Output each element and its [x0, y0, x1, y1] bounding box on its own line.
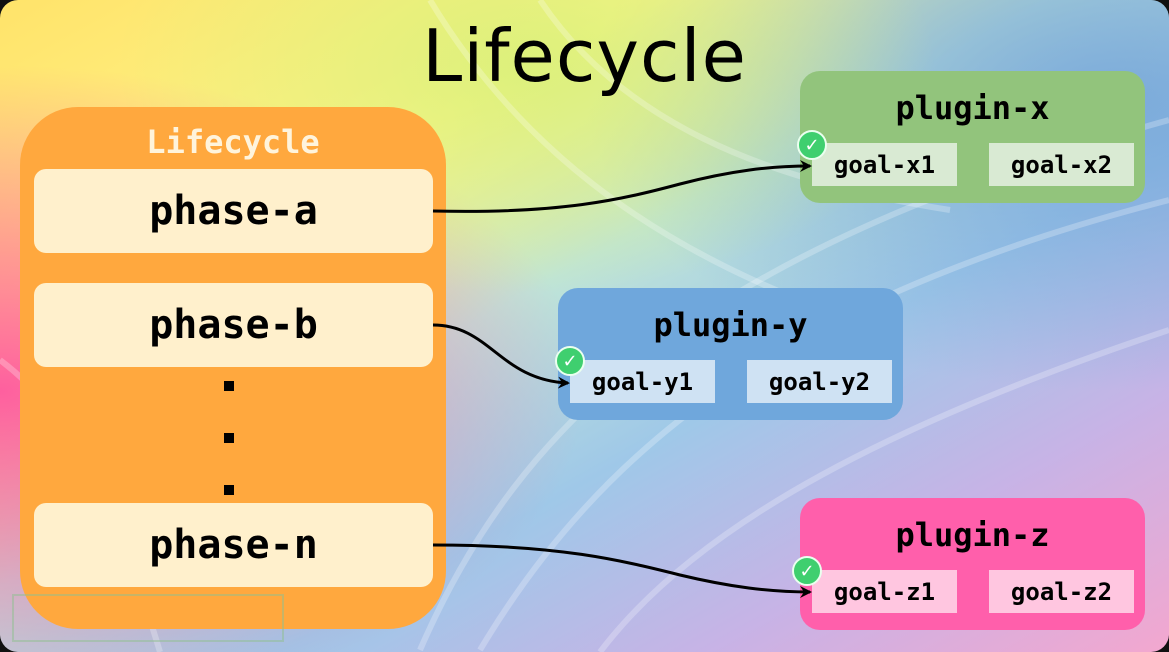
plugin-x-label: plugin-x [895, 89, 1050, 127]
phase-b-box: phase-b [34, 283, 433, 367]
phase-n-box: phase-n [34, 503, 433, 587]
diagram-title: Lifecycle [422, 14, 747, 98]
phase-a-box: phase-a [34, 169, 433, 253]
check-icon: ✓ [792, 556, 822, 586]
check-icon: ✓ [555, 346, 585, 376]
plugin-y-label: plugin-y [653, 306, 808, 344]
ellipsis-dot [224, 485, 234, 495]
plugin-z-label: plugin-z [895, 516, 1050, 554]
lifecycle-container: Lifecycle phase-a phase-b phase-n [20, 107, 446, 629]
goal-x1-box: goal-x1 [812, 143, 957, 186]
goal-y1-box: goal-y1 [570, 360, 715, 403]
goal-z1-box: goal-z1 [812, 570, 957, 613]
check-icon: ✓ [797, 130, 827, 160]
watermark-logo [12, 594, 284, 642]
plugin-x-box: plugin-x goal-x1 goal-x2 [800, 71, 1145, 203]
ellipsis-dot [224, 433, 234, 443]
plugin-y-box: plugin-y goal-y1 goal-y2 [558, 288, 903, 420]
plugin-z-box: plugin-z goal-z1 goal-z2 [800, 498, 1145, 630]
goal-x2-box: goal-x2 [989, 143, 1134, 186]
goal-y2-box: goal-y2 [747, 360, 892, 403]
lifecycle-label: Lifecycle [146, 123, 320, 161]
ellipsis-dot [224, 381, 234, 391]
goal-z2-box: goal-z2 [989, 570, 1134, 613]
